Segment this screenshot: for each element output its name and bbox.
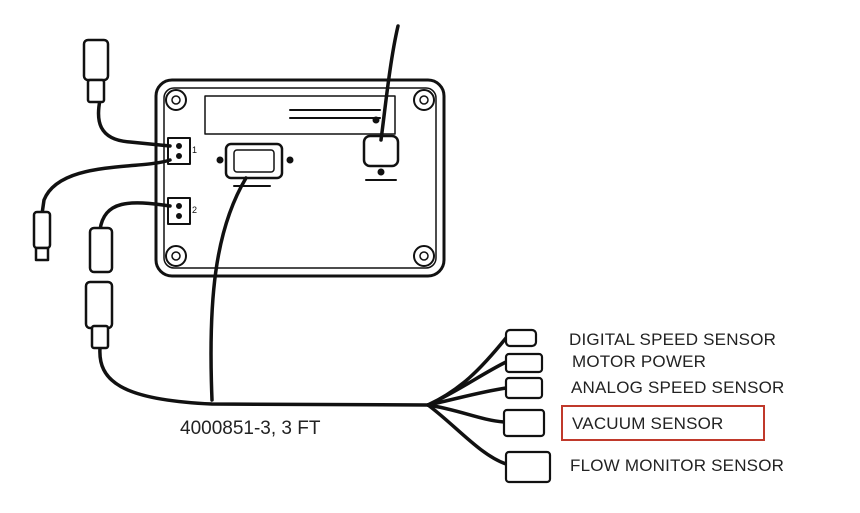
vacuum-sensor-highlight-box [561, 405, 765, 441]
harness-plugs [502, 328, 552, 484]
connector-label-analog-speed-sensor: ANALOG SPEED SENSOR [571, 378, 785, 397]
control-module [154, 78, 446, 278]
wire-harness [40, 24, 508, 466]
left-plugs [32, 38, 114, 350]
port-1-label: 1 [192, 145, 197, 155]
port-2-label: 2 [192, 205, 197, 215]
connector-label-flow-monitor-sensor: FLOW MONITOR SENSOR [570, 456, 785, 475]
connector-label-motor-power: MOTOR POWER [572, 352, 707, 371]
harness-part-number-label: 4000851-3, 3 FT [180, 418, 321, 439]
connector-label-vacuum-sensor: VACUUM SENSOR [572, 414, 724, 433]
connector-label-digital-speed-sensor: DIGITAL SPEED SENSOR [569, 330, 777, 349]
